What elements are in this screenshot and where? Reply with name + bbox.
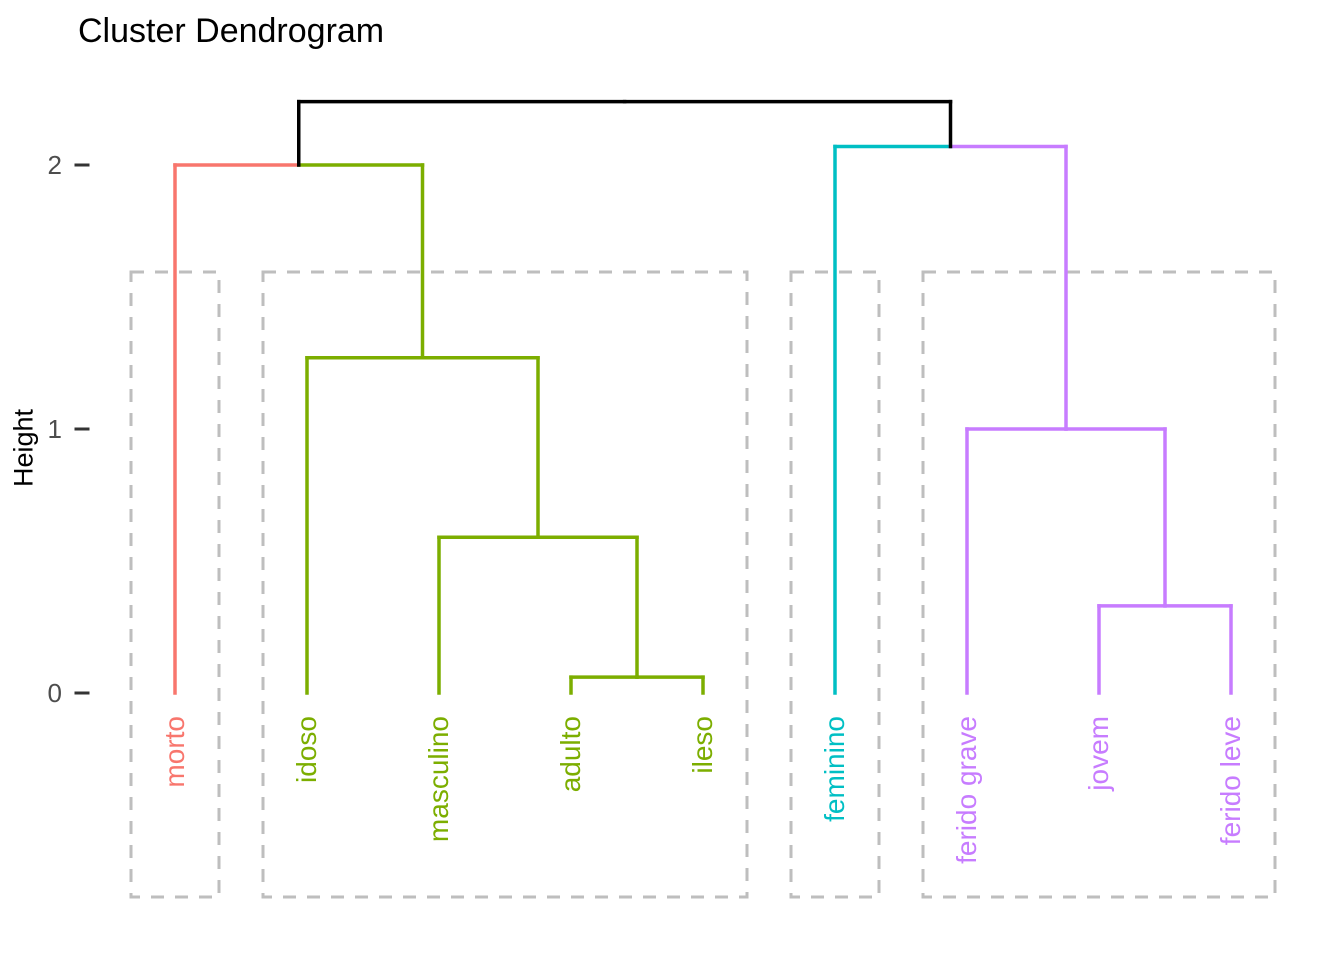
leaf-label-feminino: feminino xyxy=(819,716,850,822)
leaf-label-ferido-grave: ferido grave xyxy=(951,716,982,864)
chart-title: Cluster Dendrogram xyxy=(78,12,385,50)
cluster-box-cluster-4 xyxy=(921,270,1277,899)
cluster-box-cluster-2 xyxy=(261,270,749,899)
cluster-box-cluster-3 xyxy=(789,270,881,899)
y-tick-label: 0 xyxy=(47,678,62,708)
y-tick-label: 2 xyxy=(47,150,62,180)
leaf-label-ferido-leve: ferido leve xyxy=(1215,716,1246,846)
y-tick-label: 1 xyxy=(47,414,62,444)
leaf-label-ileso: ileso xyxy=(687,716,718,774)
leaf-label-morto: morto xyxy=(159,716,190,788)
leaf-label-masculino: masculino xyxy=(423,716,454,843)
leaf-label-jovem: jovem xyxy=(1083,716,1114,791)
leaf-label-adulto: adulto xyxy=(555,716,586,793)
cluster-box-cluster-1 xyxy=(129,270,221,899)
leaf-label-idoso: idoso xyxy=(291,716,322,783)
